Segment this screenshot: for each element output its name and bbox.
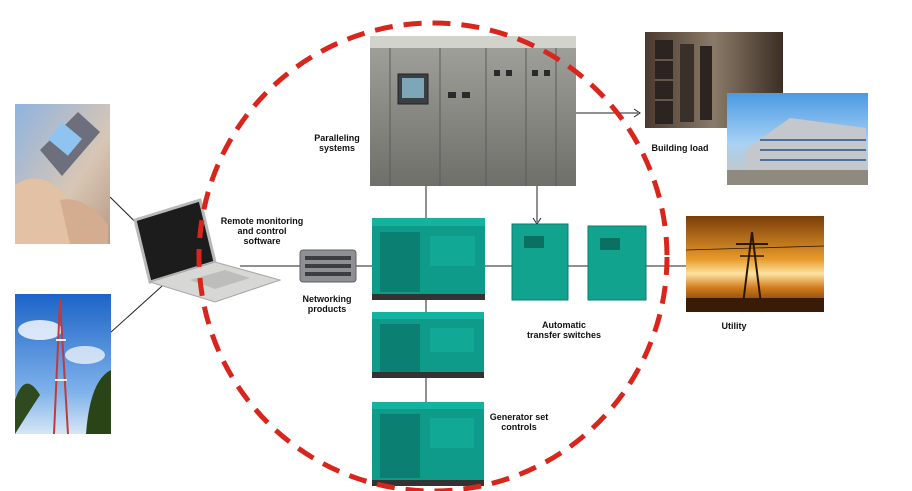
laptop	[133, 198, 282, 303]
label-ats-line2: transfer switches	[526, 330, 602, 340]
label-gsc-line1: Generator set	[489, 412, 549, 422]
generator-set-bottom	[372, 402, 484, 486]
label-automatic-transfer-switches: Automatic transfer switches	[512, 320, 616, 340]
system-boundary-circle	[196, 20, 670, 491]
generator-set-middle	[372, 312, 484, 378]
label-ats-line1: Automatic	[541, 320, 586, 330]
network-hub	[299, 249, 357, 283]
generator-set-top	[372, 218, 485, 300]
label-networking-line2: products	[307, 304, 347, 314]
label-paralleling-line2: systems	[318, 143, 356, 153]
label-utility: Utility	[712, 321, 756, 331]
label-paralleling-systems: Paralleling systems	[302, 133, 372, 153]
label-utility-text: Utility	[721, 321, 747, 331]
transfer-switch-cabinet-2	[587, 225, 647, 301]
transfer-switch-cabinet-1	[511, 223, 569, 301]
arrow-building	[633, 108, 641, 118]
label-building-load-text: Building load	[651, 143, 709, 153]
data-center-photo	[645, 32, 783, 128]
office-building-photo	[727, 93, 868, 185]
label-building-load: Building load	[648, 143, 712, 153]
label-paralleling-line1: Paralleling	[314, 133, 360, 143]
cell-phone-photo	[15, 104, 110, 244]
power-pylon-sunset-photo	[685, 216, 825, 313]
label-remote-line3: software	[243, 236, 281, 246]
label-remote-line1: Remote monitoring	[220, 216, 304, 226]
label-networking-line1: Networking	[302, 294, 352, 304]
label-gsc-line2: controls	[501, 422, 537, 432]
paralleling-switchgear-photo	[370, 36, 576, 186]
label-generator-set-controls: Generator set controls	[476, 412, 562, 432]
label-remote-monitoring: Remote monitoring and control software	[212, 216, 312, 246]
label-remote-line2: and control	[237, 226, 287, 236]
label-networking-products: Networking products	[292, 294, 362, 314]
telecom-tower-photo	[15, 294, 111, 435]
